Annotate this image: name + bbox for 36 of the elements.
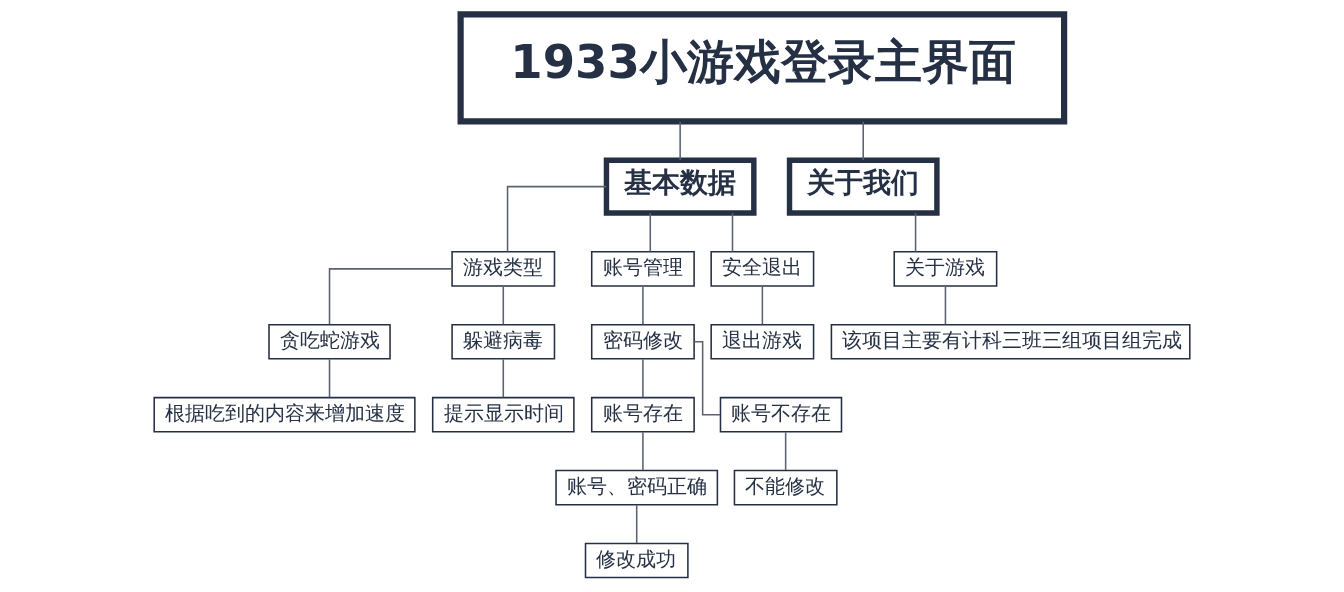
connector [635,504,638,544]
node-box: 基本数据 [603,157,757,216]
node-box: 修改成功 [584,542,689,579]
connector [784,431,787,471]
node-box: 密码修改 [590,323,695,360]
node-box: 躲避病毒 [451,323,556,360]
node-box: 提示显示时间 [431,396,575,433]
connector [642,285,644,326]
connector [502,358,505,398]
node-box: 贪吃蛇游戏 [268,323,391,360]
node-box: 该项目主要有计科三班三组项目组完成 [830,323,1191,360]
node-box: 关于我们 [786,157,940,216]
connector [679,120,681,161]
node-box: 账号存在 [590,396,695,433]
node-box: 账号、密码正确 [555,469,719,506]
node-box: 根据吃到的内容来增加速度 [153,396,416,433]
node-box: 关于游戏 [893,251,998,287]
connector [642,431,644,471]
connector [731,212,734,253]
node-box: 退出游戏 [710,323,815,360]
connector [328,268,453,325]
node-box: 不能修改 [733,469,838,506]
connector [502,285,505,326]
connector [506,185,608,253]
connector [328,358,331,398]
connector [761,285,764,326]
node-box: 账号管理 [590,251,695,287]
connector [862,120,864,161]
node-box: 安全退出 [710,251,815,287]
connector [642,358,644,398]
node-box: 账号不存在 [719,396,843,433]
connector [944,285,947,326]
connector [649,212,652,253]
connector [914,212,917,253]
node-box: 1933小游戏登录主界面 [457,11,1068,125]
node-box: 游戏类型 [451,251,556,287]
